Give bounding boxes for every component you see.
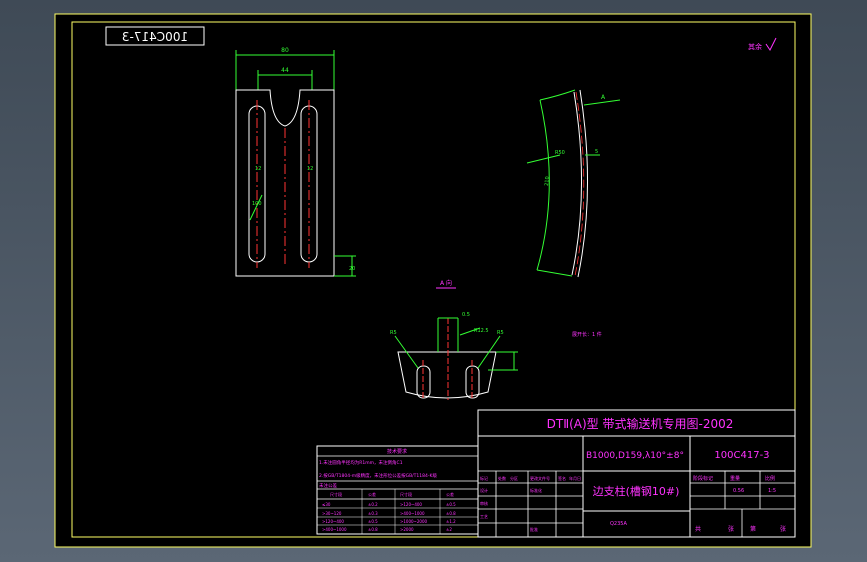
- th-1: 公差: [368, 491, 376, 497]
- ratio-label: 比例: [765, 475, 775, 482]
- arc-dim-line: [536, 99, 550, 271]
- tech-cell: ±0.5: [368, 519, 378, 524]
- label-mark: 标记: [480, 475, 488, 481]
- label-design: 设计: [480, 487, 488, 493]
- stage-label: 阶段标记: [693, 475, 713, 482]
- tech-cell: >120~400: [400, 502, 422, 507]
- tech-cell: ±0.2: [368, 502, 378, 507]
- section-view: A 向 R5 R5 R12.5 0.5 展开长：1 件: [390, 279, 602, 400]
- dim-sec-d2: 0.5: [462, 312, 470, 318]
- scale-note: 展开长：1 件: [572, 331, 602, 338]
- tech-title: 技术要求: [387, 448, 407, 455]
- sheet-label2: 张: [728, 525, 734, 533]
- dim-sec-d1: R12.5: [474, 328, 489, 334]
- drawing-number: 100C417-3: [714, 450, 769, 461]
- spec-text: B1000,D159,λ10°±8°: [586, 451, 684, 461]
- weight-label: 重量: [730, 475, 740, 482]
- tech-cell: >400~1000: [322, 527, 347, 532]
- dim-outer: 80: [281, 47, 289, 54]
- tech-cell: ±0.3: [368, 511, 378, 516]
- label-zone: 分区: [510, 475, 518, 481]
- front-view: 80 44 12 12 100 20: [235, 47, 356, 277]
- code-box: [105, 26, 205, 46]
- label-approve: 批准: [530, 526, 538, 532]
- view-arrow: [583, 99, 621, 106]
- tech-cell: >400~1000: [400, 511, 425, 516]
- tech-cell: ±0.8: [446, 511, 456, 516]
- title-header: DTⅡ(A)型 带式输送机专用图-2002: [547, 416, 734, 431]
- sheet-label: 共: [695, 525, 701, 533]
- dim-sec-r2: R5: [497, 330, 504, 336]
- surface-note: 其余: [748, 42, 762, 51]
- tech-cell: >120~400: [322, 519, 344, 524]
- label-change: 更改文件号: [530, 475, 550, 481]
- tech-requirements: 技术要求 1.未注圆角半径均为R1mm，未注倒角C1 2.按GB/T1804-m…: [316, 445, 479, 535]
- page-label: 第: [750, 525, 756, 533]
- page-label2: 张: [780, 525, 786, 533]
- th-0: 尺寸段: [330, 491, 342, 497]
- dim-side-left: 12: [255, 166, 261, 172]
- dim-arc-height: 210: [544, 176, 551, 186]
- label-count: 处数: [498, 475, 506, 481]
- tech-subtitle: 未注公差: [319, 482, 337, 489]
- tech-cell: >30~120: [322, 511, 342, 516]
- arc-outer: [571, 91, 582, 276]
- dim-arc-small: 5: [595, 149, 598, 155]
- dim-side-right: 12: [307, 166, 313, 172]
- tech-cell: ≤30: [322, 502, 331, 507]
- section-label: A 向: [440, 279, 452, 287]
- dim-arc-angle: R50: [555, 150, 565, 156]
- dim-bottom: 20: [349, 266, 355, 272]
- part-name: 边支柱(槽钢10#): [593, 484, 680, 498]
- label-review: 审核: [480, 500, 488, 506]
- section-outline: [397, 351, 497, 399]
- dim-sec-r1: R5: [390, 330, 397, 336]
- tech-cell: ±0.8: [368, 527, 378, 532]
- label-date: 年月日: [569, 475, 581, 481]
- ratio-value: 1:5: [768, 488, 776, 494]
- title-block: DTⅡ(A)型 带式输送机专用图-2002 B1000,D159,λ10°±8°…: [477, 409, 796, 538]
- tech-cell: ±2: [446, 527, 452, 532]
- th-3: 公差: [446, 491, 454, 497]
- tech-cell: >2000: [400, 527, 414, 532]
- sheet-border: [54, 13, 812, 548]
- drawing-frame: [71, 21, 796, 538]
- roughness-icon: [765, 37, 777, 51]
- arrow-label: A: [601, 94, 606, 101]
- arc-center: [574, 91, 585, 277]
- tech-line-2: 2.按GB/T1804-m级精度，未注形位公差按GB/T1184-K级: [319, 472, 437, 479]
- dim-slot: 100: [252, 201, 262, 207]
- material: Q235A: [610, 521, 627, 527]
- tech-cell: >1000~2000: [400, 519, 428, 524]
- tech-line-1: 1.未注圆角半径均为R1mm，未注倒角C1: [319, 459, 403, 466]
- dim-inner: 44: [281, 67, 289, 74]
- tech-cell: ±1.2: [446, 519, 456, 524]
- tech-cell: ±0.5: [446, 502, 456, 507]
- arc-inner: [577, 89, 588, 278]
- label-std: 标准化: [530, 487, 542, 493]
- label-craft: 工艺: [480, 514, 488, 519]
- th-2: 尺寸段: [400, 491, 412, 497]
- label-sign: 签名: [558, 475, 566, 481]
- front-outline: [235, 89, 335, 277]
- mirrored-code: 100C417-3: [122, 30, 188, 44]
- weight-value: 0.56: [733, 488, 744, 494]
- side-view: 210 R50 5 A: [526, 89, 621, 278]
